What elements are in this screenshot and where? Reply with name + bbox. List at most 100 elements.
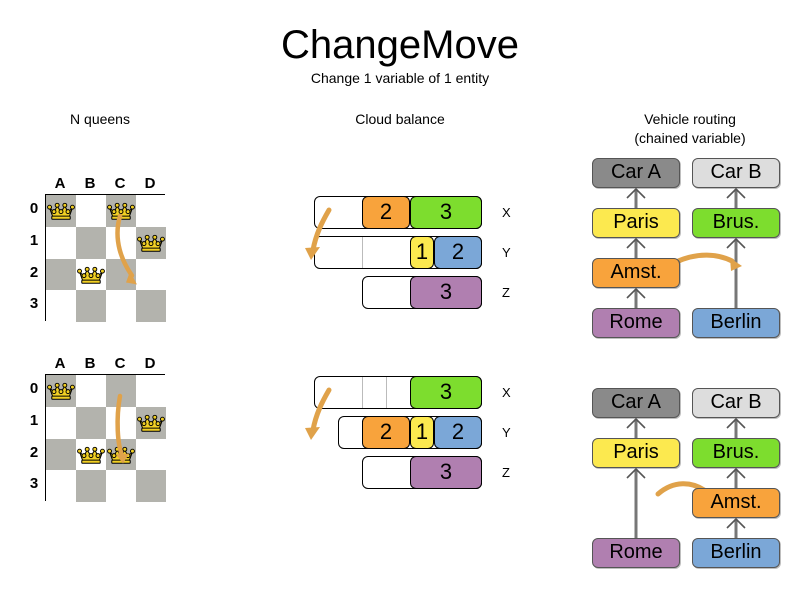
- board-file-label-a: A: [54, 175, 66, 192]
- board-cell-d0[interactable]: [136, 195, 166, 227]
- vrp-node-cara[interactable]: Car A: [592, 388, 680, 418]
- cloud-process-segment[interactable]: 3: [410, 376, 482, 409]
- board-file-label-b: B: [84, 355, 96, 372]
- board-file-label-b: B: [84, 175, 96, 192]
- vrp-node-berlin[interactable]: Berlin: [692, 538, 780, 568]
- board-rank-label-0: 0: [29, 200, 39, 217]
- board-cell-a2[interactable]: [46, 438, 76, 471]
- board-cell-c0[interactable]: [106, 195, 136, 227]
- cloud-process-segment[interactable]: 2: [434, 236, 482, 269]
- board-cell-d3[interactable]: [136, 470, 166, 502]
- vrp-node-paris[interactable]: Paris: [592, 208, 680, 238]
- board-cell-d0[interactable]: [136, 375, 166, 407]
- board-cell-b1[interactable]: [76, 226, 106, 259]
- board-cell-a1[interactable]: [46, 406, 76, 439]
- cloud-bar-divider: [362, 237, 363, 268]
- vrp-node-rome[interactable]: Rome: [592, 308, 680, 338]
- board-cell-a3[interactable]: [46, 470, 76, 502]
- chessboard[interactable]: [45, 194, 166, 322]
- cloud-process-segment[interactable]: 3: [410, 276, 482, 309]
- board-cell-c1[interactable]: [106, 226, 136, 259]
- board-cell-c2[interactable]: [106, 438, 136, 471]
- board-rank-label-3: 3: [29, 475, 39, 493]
- vrp-node-cara[interactable]: Car A: [592, 158, 680, 188]
- cloud-process-segment[interactable]: 3: [410, 196, 482, 229]
- cloud-process-segment[interactable]: 2: [362, 196, 410, 229]
- board-cell-d2[interactable]: [136, 258, 166, 291]
- page-title: ChangeMove: [281, 23, 519, 67]
- vrp-node-rome[interactable]: Rome: [592, 538, 680, 568]
- board-cell-a3[interactable]: [46, 290, 76, 322]
- vrp-heading-line1: Vehicle routing: [644, 111, 736, 127]
- board-cell-d1[interactable]: [136, 406, 166, 439]
- board-cell-a1[interactable]: [46, 226, 76, 259]
- board-rank-label-1: 1: [29, 231, 39, 249]
- section-heading-nqueens: N queens: [70, 111, 130, 127]
- vrp-node-carb[interactable]: Car B: [692, 158, 780, 188]
- cloud-process-segment[interactable]: 2: [362, 416, 410, 449]
- board-cell-a2[interactable]: [46, 258, 76, 291]
- section-heading-cloud-balance: Cloud balance: [355, 111, 445, 127]
- board-cell-b1[interactable]: [76, 406, 106, 439]
- board-cell-c3[interactable]: [106, 290, 136, 322]
- board-file-label-a: A: [54, 355, 66, 372]
- vrp-node-amst[interactable]: Amst.: [592, 258, 680, 288]
- cloud-computer-label: X: [502, 205, 511, 220]
- vrp-node-berlin[interactable]: Berlin: [692, 308, 780, 338]
- section-heading-vehicle-routing: Vehicle routing (chained variable): [590, 110, 790, 148]
- vrp-node-paris[interactable]: Paris: [592, 438, 680, 468]
- board-cell-b0[interactable]: [76, 195, 106, 227]
- cloud-computer-label: Y: [502, 245, 511, 260]
- cloud-computer-label: Z: [502, 465, 510, 480]
- board-cell-b3[interactable]: [76, 290, 106, 322]
- cloud-process-segment[interactable]: 1: [410, 236, 434, 269]
- board-rank-label-2: 2: [29, 263, 39, 281]
- board-cell-b3[interactable]: [76, 470, 106, 502]
- board-cell-d2[interactable]: [136, 438, 166, 471]
- cloud-process-segment[interactable]: 2: [434, 416, 482, 449]
- board-rank-label-0: 0: [29, 380, 39, 397]
- page-subtitle: Change 1 variable of 1 entity: [310, 70, 490, 86]
- cloud-computer-label: Y: [502, 425, 511, 440]
- board-rank-label-1: 1: [29, 411, 39, 429]
- vrp-heading-line2: (chained variable): [634, 130, 746, 146]
- cloud-computer-label: Z: [502, 285, 510, 300]
- board-cell-a0[interactable]: [46, 195, 76, 227]
- chessboard[interactable]: [45, 374, 166, 502]
- board-cell-b2[interactable]: [76, 438, 106, 471]
- cloud-bar-divider: [386, 377, 387, 408]
- cloud-process-segment[interactable]: 1: [410, 416, 434, 449]
- cloud-process-segment[interactable]: 3: [410, 456, 482, 489]
- board-cell-c0[interactable]: [106, 375, 136, 407]
- board-cell-a0[interactable]: [46, 375, 76, 407]
- nqueens-board-before: A B C D 0 1 2 3: [22, 175, 192, 325]
- board-cell-d1[interactable]: [136, 226, 166, 259]
- board-cell-b2[interactable]: [76, 258, 106, 291]
- board-file-label-c: C: [114, 175, 126, 192]
- vrp-node-brus[interactable]: Brus.: [692, 208, 780, 238]
- board-file-label-c: C: [114, 355, 126, 372]
- board-file-label-d: D: [144, 175, 156, 192]
- board-cell-d3[interactable]: [136, 290, 166, 322]
- vrp-node-carb[interactable]: Car B: [692, 388, 780, 418]
- vrp-node-brus[interactable]: Brus.: [692, 438, 780, 468]
- board-cell-c3[interactable]: [106, 470, 136, 502]
- board-rank-label-2: 2: [29, 443, 39, 461]
- board-rank-label-3: 3: [29, 295, 39, 313]
- board-cell-c1[interactable]: [106, 406, 136, 439]
- cloud-computer-label: X: [502, 385, 511, 400]
- cloud-bar-divider: [362, 377, 363, 408]
- board-cell-c2[interactable]: [106, 258, 136, 291]
- board-file-label-d: D: [144, 355, 156, 372]
- vrp-node-amst[interactable]: Amst.: [692, 488, 780, 518]
- board-cell-b0[interactable]: [76, 375, 106, 407]
